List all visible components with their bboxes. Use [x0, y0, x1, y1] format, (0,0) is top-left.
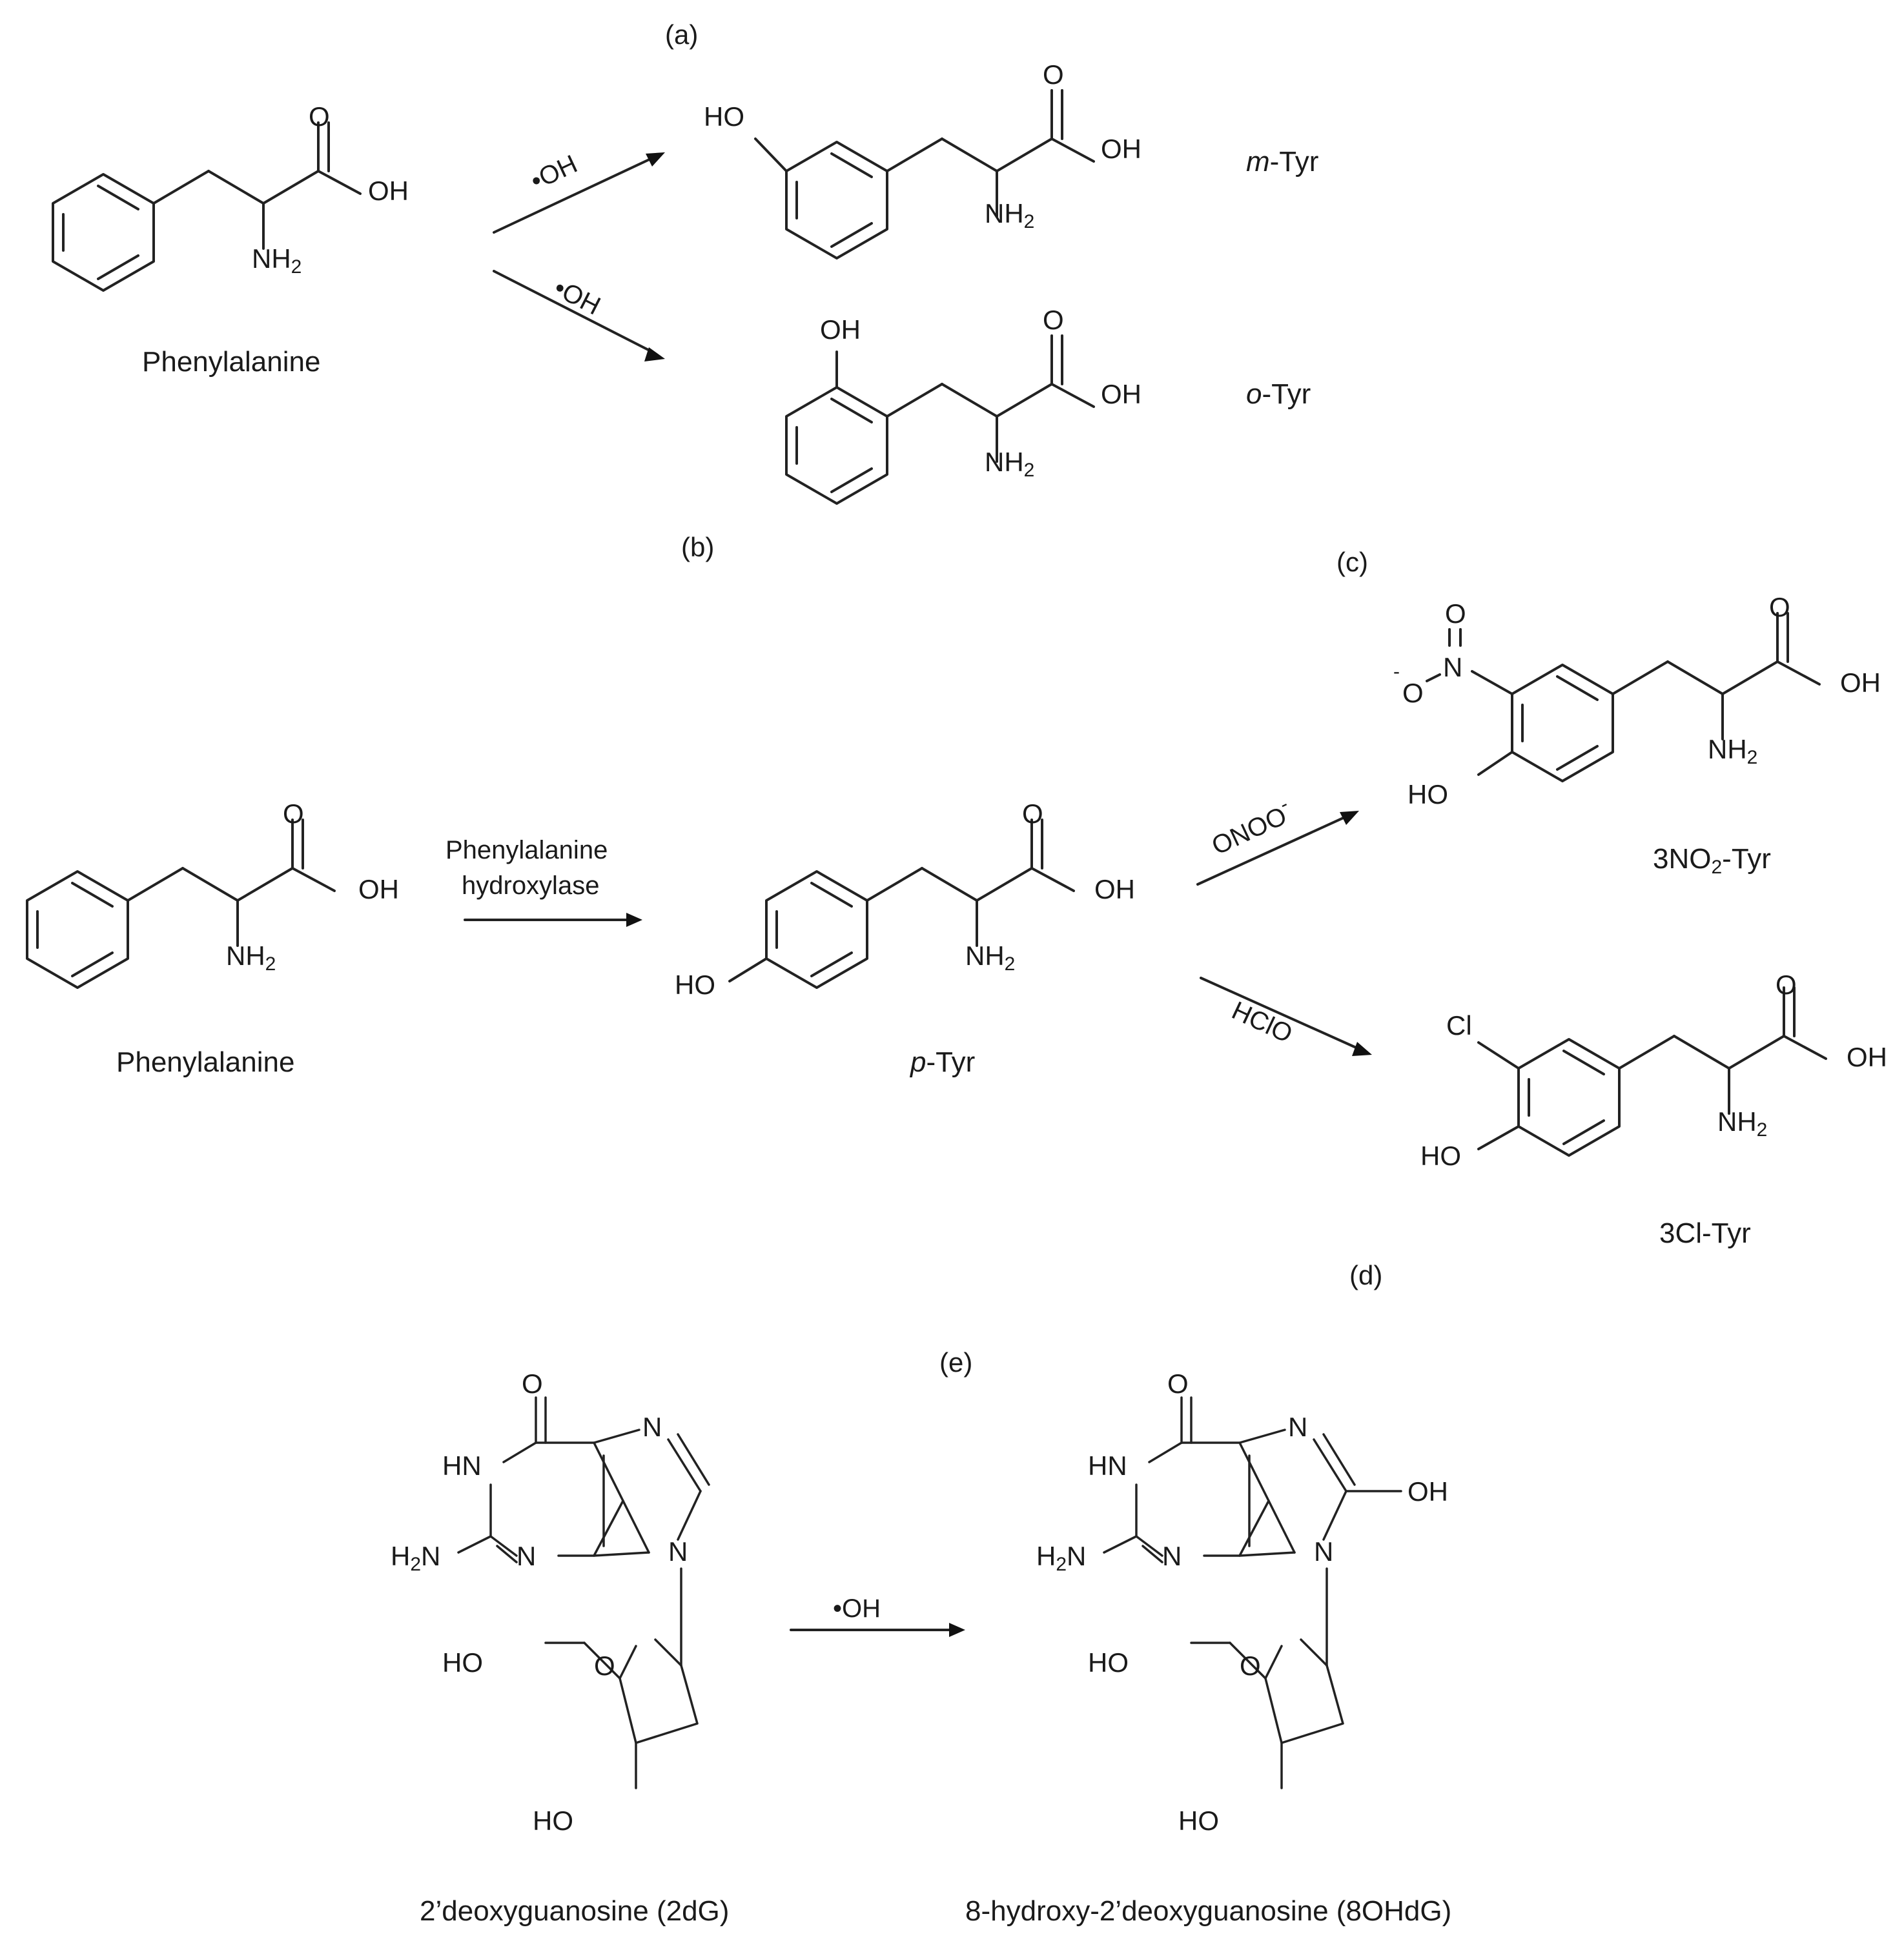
atom-label: O [1769, 592, 1790, 622]
atom-label: NH2 [1717, 1106, 1767, 1141]
atom-label: NH2 [965, 941, 1015, 975]
atom-label: HO [533, 1806, 573, 1836]
atom-label: OH [820, 314, 861, 345]
arrow-to-m-tyr [493, 152, 665, 234]
panel-label-b: (b) [681, 532, 714, 562]
panel-label-e: (e) [939, 1347, 972, 1378]
atom-label: NH2 [226, 941, 276, 975]
atom-label: HO [1420, 1141, 1461, 1171]
atom-label: O [1043, 59, 1064, 90]
chlorotyrosine-structure: Cl HO O OH NH2 [1420, 970, 1887, 1171]
compound-name-chlorotyrosine: 3Cl-Tyr [1659, 1217, 1751, 1249]
nitrotyrosine-structure: O N - O HO O OH NH2 [1393, 592, 1881, 809]
panel-label-d: (d) [1349, 1260, 1382, 1290]
deoxyguanosine-structure: O HN N N N H2N O HO HO [391, 1368, 710, 1836]
atom-label: N [642, 1412, 662, 1442]
atom-label: OH [1840, 667, 1881, 698]
atom-label: Cl [1446, 1010, 1472, 1041]
compound-name-o-tyr: o-Tyr [1246, 378, 1311, 410]
compound-name-deoxyguanosine: 2’deoxyguanosine (2dG) [420, 1895, 729, 1927]
atom-label: HO [1178, 1806, 1219, 1836]
phenylalanine-structure-b: O OH NH2 [26, 799, 399, 989]
compound-name-m-tyr: m-Tyr [1246, 146, 1318, 178]
atom-label: OH [1101, 379, 1141, 409]
reagent-hydroxyl-radical-3: •OH [833, 1594, 881, 1623]
8-hydroxy-deoxyguanosine-structure: O HN N N N OH H2N O HO HO [1036, 1368, 1448, 1836]
atom-label: - [1393, 661, 1400, 682]
compound-name-phenylalanine-b: Phenylalanine [116, 1046, 294, 1078]
atom-label: O [1402, 678, 1424, 708]
atom-label: OH [1847, 1042, 1887, 1072]
atom-label: OH [1094, 874, 1135, 904]
atom-label: O [1445, 598, 1466, 629]
atom-label: O [1167, 1368, 1189, 1399]
atom-label: NH2 [985, 198, 1034, 232]
compound-name-phenylalanine-a: Phenylalanine [142, 346, 320, 378]
atom-label: O [1240, 1651, 1261, 1681]
reagent-hydroxyl-radical-1: •OH [526, 150, 582, 196]
atom-label: N [1288, 1412, 1307, 1442]
p-tyr-structure: HO O OH NH2 [675, 799, 1135, 1000]
atom-label: O [1776, 970, 1797, 1000]
atom-label: HO [442, 1647, 483, 1678]
atom-label: NH2 [985, 447, 1034, 481]
arrow-to-chlorotyrosine [1200, 977, 1372, 1056]
panel-label-a: (a) [665, 19, 698, 50]
atom-label: HO [675, 970, 715, 1000]
atom-label: N [1443, 652, 1462, 682]
phenylalanine-structure-a: O OH NH2 [52, 101, 409, 292]
atom-label: H2N [1036, 1541, 1086, 1575]
m-tyr-structure: HO O OH NH2 [704, 59, 1141, 259]
atom-label: N [1162, 1541, 1182, 1571]
atom-label: N [517, 1541, 536, 1571]
arrow-to-o-tyr [493, 270, 665, 361]
atom-label: N [1314, 1536, 1333, 1567]
atom-label: HN [442, 1450, 482, 1481]
compound-name-nitrotyrosine: 3NO2-Tyr [1653, 843, 1771, 878]
atom-label: OH [1408, 1476, 1448, 1507]
atom-label: O [594, 1651, 615, 1681]
atom-label: O [1043, 305, 1064, 335]
atom-label: O [1022, 799, 1043, 829]
atom-label: OH [368, 176, 409, 206]
arrow-hydroxylase [464, 913, 642, 927]
panel-label-c: (c) [1336, 547, 1368, 577]
arrow-to-8ohdg [790, 1623, 965, 1637]
o-tyr-structure: OH O OH NH2 [785, 305, 1141, 505]
atom-label: O [309, 101, 330, 132]
atom-label: OH [358, 874, 399, 904]
atom-label: HO [704, 101, 744, 132]
atom-label: O [522, 1368, 543, 1399]
atom-label: NH2 [252, 243, 302, 278]
atom-label: NH2 [1708, 734, 1757, 768]
atom-label: HO [1088, 1647, 1129, 1678]
atom-label: H2N [391, 1541, 440, 1575]
compound-name-8ohdg: 8-hydroxy-2’deoxyguanosine (8OHdG) [965, 1895, 1451, 1927]
reagent-enzyme-line2: hydroxylase [462, 871, 599, 900]
atom-label: HN [1088, 1450, 1127, 1481]
atom-label: OH [1101, 134, 1141, 164]
reagent-peroxynitrite: ONOO- [1205, 793, 1296, 860]
compound-name-p-tyr: p-Tyr [909, 1046, 975, 1078]
arrow-to-nitrotyrosine [1196, 811, 1359, 886]
atom-label: HO [1408, 779, 1448, 809]
reagent-enzyme-line1: Phenylalanine [445, 836, 608, 864]
atom-label: O [283, 799, 304, 829]
atom-label: N [668, 1536, 688, 1567]
